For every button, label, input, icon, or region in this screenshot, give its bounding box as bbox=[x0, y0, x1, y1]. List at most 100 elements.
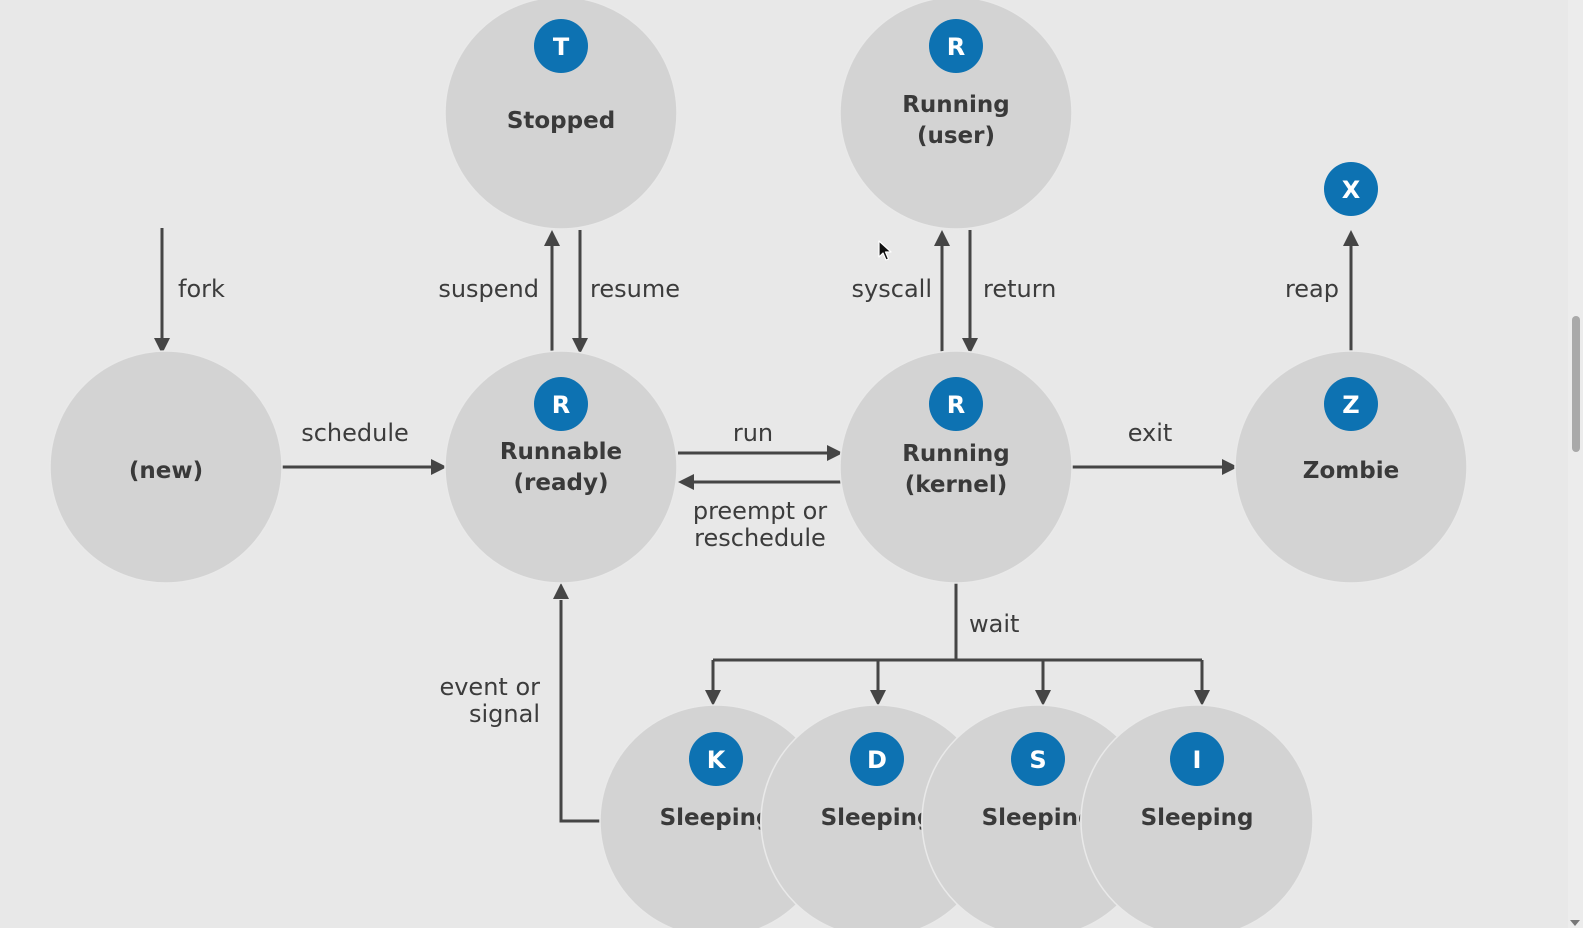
state-runnable-badge: R bbox=[534, 377, 588, 431]
arrow-syscall-head bbox=[934, 230, 950, 246]
state-sleeping-k-badge: K bbox=[689, 732, 743, 786]
state-running-user-label-line: (user) bbox=[917, 123, 995, 149]
state-running-user-badge-letter: R bbox=[947, 33, 965, 61]
label-run-line: run bbox=[733, 419, 773, 447]
state-stopped-circle bbox=[444, 0, 678, 230]
label-schedule-line: schedule bbox=[301, 419, 409, 447]
state-running-kernel-badge-circle bbox=[929, 377, 983, 431]
state-sleeping-d-badge: D bbox=[850, 732, 904, 786]
state-sleeping-i-badge-letter: I bbox=[1193, 746, 1202, 774]
state-new-circle bbox=[49, 350, 283, 584]
state-sleeping-k-label: Sleeping bbox=[660, 805, 773, 831]
state-dead-badge-circle bbox=[1324, 162, 1378, 216]
scroll-down-arrow-icon[interactable] bbox=[1570, 920, 1580, 926]
arrow-wait-branch-head bbox=[1194, 690, 1210, 706]
state-sleeping-s-label: Sleeping bbox=[982, 805, 1095, 831]
state-running-kernel-label: Running (kernel) bbox=[902, 441, 1010, 498]
state-running-user-label-line: Running bbox=[902, 92, 1010, 118]
scrollbar-thumb[interactable] bbox=[1572, 316, 1580, 452]
label-run: run bbox=[733, 419, 773, 447]
state-runnable-label-line: (ready) bbox=[514, 470, 609, 496]
vertical-scrollbar[interactable] bbox=[1568, 0, 1583, 928]
arrow-run-head bbox=[827, 445, 843, 461]
state-sleeping-d-badge-letter: D bbox=[867, 746, 887, 774]
label-reap: reap bbox=[1285, 275, 1339, 303]
label-fork: fork bbox=[178, 275, 225, 303]
label-syscall-line: syscall bbox=[852, 275, 932, 303]
label-wait-line: wait bbox=[969, 610, 1019, 638]
arrow-resume-head bbox=[572, 338, 588, 354]
state-sleeping-i-badge-circle bbox=[1170, 732, 1224, 786]
transition-arrows bbox=[154, 228, 1359, 823]
state-sleeping-s-badge-circle bbox=[1011, 732, 1065, 786]
arrow-event-head bbox=[553, 583, 569, 599]
state-sleeping-k-badge-letter: K bbox=[707, 746, 727, 774]
state-sleeping-d-badge-circle bbox=[850, 732, 904, 786]
arrow-fork-head bbox=[154, 338, 170, 354]
state-running-user-circle bbox=[839, 0, 1073, 230]
label-suspend-line: suspend bbox=[438, 275, 539, 303]
state-stopped: T Stopped bbox=[444, 0, 678, 230]
state-stopped-label-line: Stopped bbox=[507, 108, 615, 134]
state-running-kernel-circle bbox=[839, 350, 1073, 584]
state-runnable-badge-circle bbox=[534, 377, 588, 431]
label-event-line: event or bbox=[439, 673, 540, 701]
arrow-wait-branch-head bbox=[705, 690, 721, 706]
state-running-user-label: Running (user) bbox=[902, 92, 1010, 149]
arrow-return-head bbox=[962, 338, 978, 354]
state-running-kernel-badge-letter: R bbox=[947, 391, 965, 419]
state-zombie-label-line: Zombie bbox=[1303, 458, 1399, 484]
state-sleeping-i-label-line: Sleeping bbox=[1141, 805, 1254, 831]
label-fork-line: fork bbox=[178, 275, 225, 303]
state-sleeping-s-label-line: Sleeping bbox=[982, 805, 1095, 831]
arrow-suspend-head bbox=[544, 230, 560, 246]
state-runnable-circle bbox=[444, 350, 678, 584]
state-sleeping-k-badge-circle bbox=[689, 732, 743, 786]
state-sleeping-i-circle bbox=[1080, 704, 1314, 928]
state-dead-badge-letter: X bbox=[1342, 176, 1361, 204]
state-running-user-badge: R bbox=[929, 19, 983, 73]
label-return-line: return bbox=[983, 275, 1056, 303]
state-dead-badge: X bbox=[1324, 162, 1378, 216]
state-runnable-badge-letter: R bbox=[552, 391, 570, 419]
state-zombie-circle bbox=[1234, 350, 1468, 584]
state-new-label-line: (new) bbox=[129, 458, 203, 484]
state-running-user-badge-circle bbox=[929, 19, 983, 73]
state-running-kernel-label-line: (kernel) bbox=[905, 472, 1008, 498]
state-stopped-badge: T bbox=[534, 19, 588, 73]
label-suspend: suspend bbox=[438, 275, 539, 303]
arrow-event bbox=[559, 600, 601, 823]
label-exit: exit bbox=[1128, 419, 1173, 447]
state-zombie-badge-circle bbox=[1324, 377, 1378, 431]
state-running-kernel-label-line: Running bbox=[902, 441, 1010, 467]
label-return: return bbox=[983, 275, 1056, 303]
state-new-label: (new) bbox=[129, 458, 203, 484]
label-reap-line: reap bbox=[1285, 275, 1339, 303]
label-wait: wait bbox=[969, 610, 1019, 638]
arrow-reap-head bbox=[1343, 230, 1359, 246]
transition-labels: fork schedule suspend resume syscall return ru… bbox=[178, 275, 1339, 728]
mouse-pointer-icon bbox=[878, 240, 892, 261]
label-exit-line: exit bbox=[1128, 419, 1173, 447]
state-stopped-badge-circle bbox=[534, 19, 588, 73]
state-stopped-badge-letter: T bbox=[553, 33, 570, 61]
arrow-preempt-head bbox=[678, 474, 694, 490]
label-resume: resume bbox=[590, 275, 680, 303]
state-zombie: Z Zombie bbox=[1234, 350, 1468, 584]
state-zombie-badge-letter: Z bbox=[1342, 391, 1359, 419]
state-sleeping-i: I Sleeping bbox=[1080, 704, 1314, 928]
state-sleeping-s-badge: S bbox=[1011, 732, 1065, 786]
state-nodes: (new)TStoppedRRunning(user)RRunnable(rea… bbox=[49, 0, 1468, 928]
label-preempt-line: reschedule bbox=[694, 524, 826, 552]
label-schedule: schedule bbox=[301, 419, 409, 447]
state-sleeping-i-badge: I bbox=[1170, 732, 1224, 786]
state-zombie-label: Zombie bbox=[1303, 458, 1399, 484]
state-running-kernel-badge: R bbox=[929, 377, 983, 431]
label-syscall: syscall bbox=[852, 275, 932, 303]
arrow-exit-head bbox=[1222, 459, 1238, 475]
state-running-kernel: R Running (kernel) bbox=[839, 350, 1073, 584]
